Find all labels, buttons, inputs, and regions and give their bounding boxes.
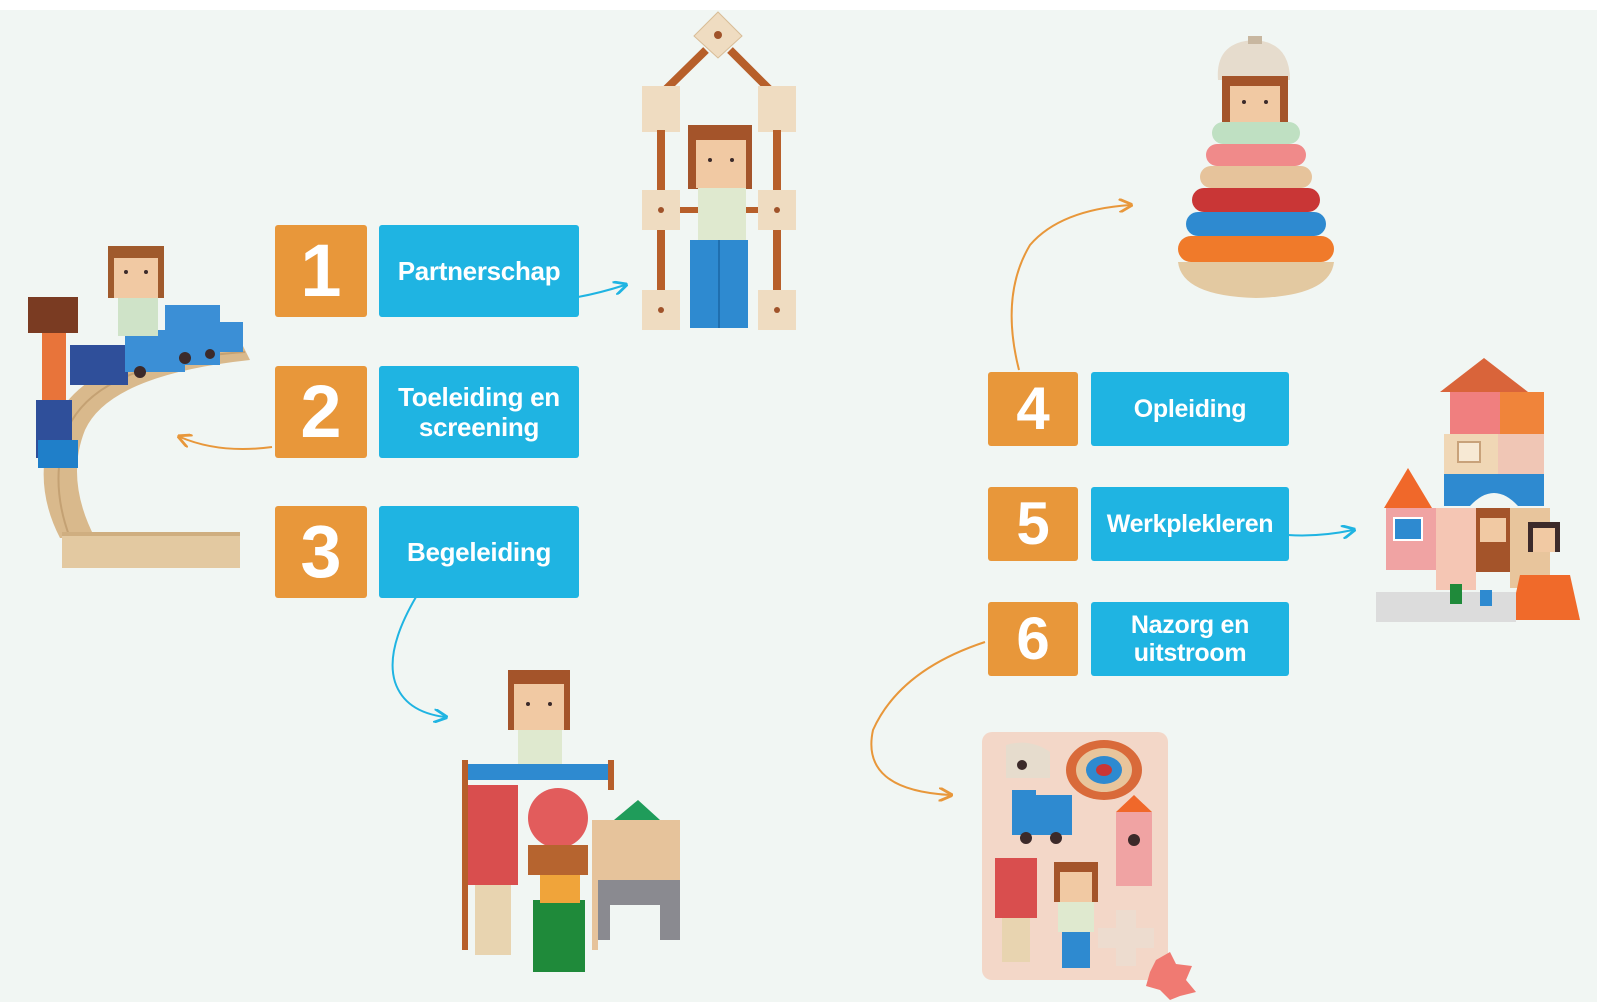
step-2-number: 2 bbox=[275, 366, 367, 458]
arrow-step3 bbox=[391, 596, 445, 717]
block-house-icon bbox=[1376, 358, 1580, 622]
step-3-label[interactable]: Begeleiding bbox=[379, 506, 579, 598]
arrow-step4 bbox=[1010, 205, 1130, 371]
step-5-number: 5 bbox=[988, 487, 1078, 561]
step-4-label[interactable]: Opleiding bbox=[1091, 372, 1289, 446]
arrow-step2 bbox=[180, 437, 273, 451]
step-4-number: 4 bbox=[988, 372, 1078, 446]
frame-figure-icon bbox=[642, 11, 796, 330]
arrow-step5 bbox=[1287, 530, 1353, 535]
arrow-step1 bbox=[577, 285, 625, 298]
toy-train-icon bbox=[28, 246, 250, 568]
step-2-label[interactable]: Toeleiding en screening bbox=[379, 366, 579, 458]
step-1-label[interactable]: Partnerschap bbox=[379, 225, 579, 317]
step-3-number: 3 bbox=[275, 506, 367, 598]
shape-puzzle-icon bbox=[982, 732, 1196, 1000]
arrow-step6 bbox=[870, 641, 986, 795]
block-figures-icon bbox=[462, 670, 680, 972]
step-6-number: 6 bbox=[988, 602, 1078, 676]
step-1-number: 1 bbox=[275, 225, 367, 317]
stacking-rings-icon bbox=[1178, 36, 1334, 298]
step-5-label[interactable]: Werkplekleren bbox=[1091, 487, 1289, 561]
step-6-label[interactable]: Nazorg en uitstroom bbox=[1091, 602, 1289, 676]
